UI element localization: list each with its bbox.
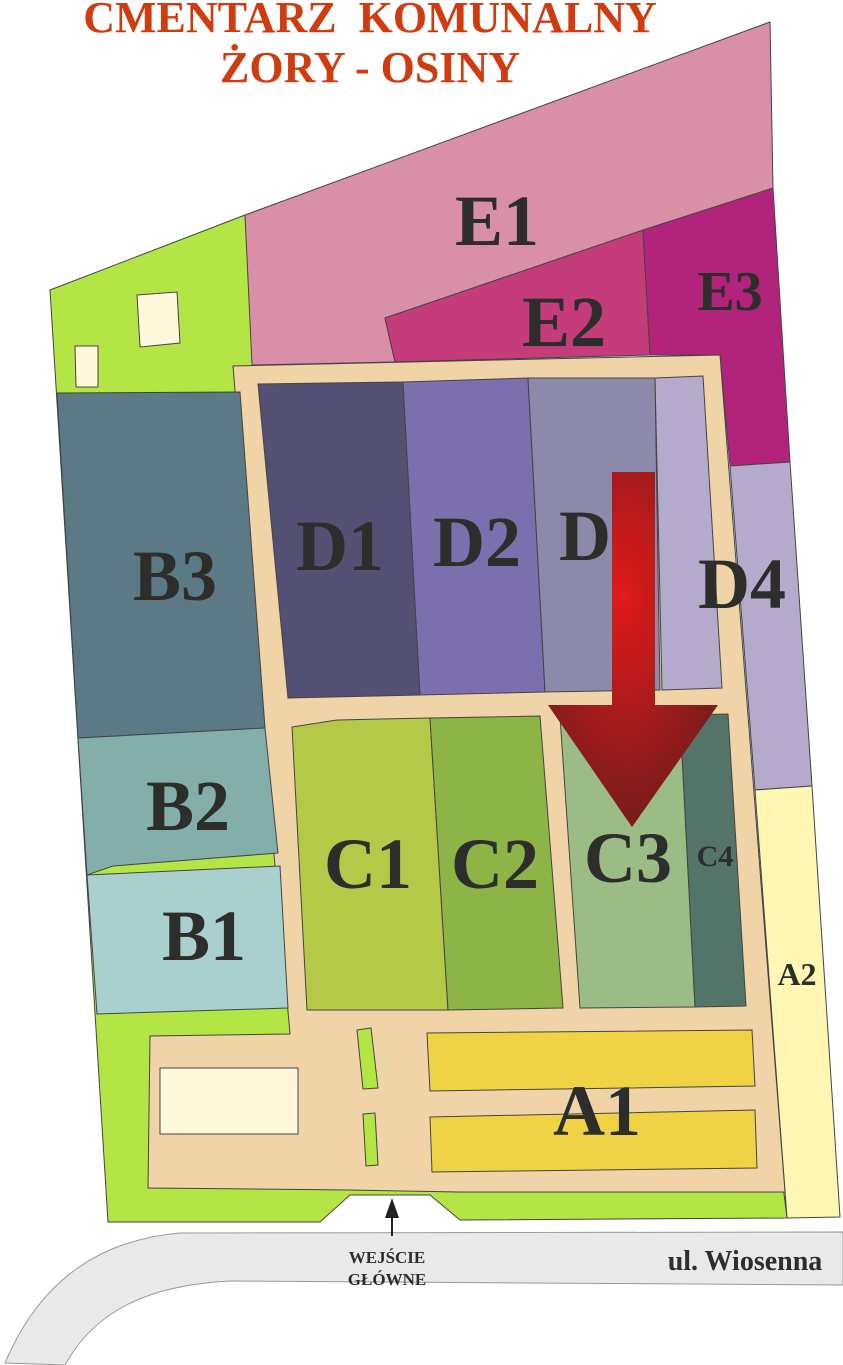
map-title-line1: CMENTARZ KOMUNALNY (83, 0, 657, 42)
label-E1: E1 (455, 181, 539, 261)
green-strip (356, 1027, 379, 1090)
label-E3: E3 (697, 261, 762, 323)
street-road (4, 1231, 843, 1365)
label-C4: C4 (697, 840, 734, 873)
up-arrow-icon (385, 1198, 399, 1236)
section-D4-strip[interactable] (654, 375, 723, 691)
label-C2: C2 (451, 824, 539, 904)
section-C2[interactable] (429, 715, 564, 1011)
building (74, 345, 99, 388)
label-B3: B3 (133, 536, 217, 616)
section-A1-top[interactable] (426, 1029, 756, 1092)
label-C3: C3 (584, 818, 672, 898)
label-D: D (559, 496, 611, 576)
label-E2: E2 (522, 282, 606, 362)
entrance-label-line2: GŁÓWNE (348, 1270, 426, 1289)
section-C4[interactable] (679, 713, 747, 1008)
entrance-label-line1: WEJŚCIE (349, 1248, 426, 1267)
label-B1: B1 (162, 896, 246, 976)
label-A2: A2 (777, 956, 816, 992)
map-title-line2: ŻORY - OSINY (220, 43, 520, 92)
label-C1: C1 (324, 824, 412, 904)
green-strip (362, 1112, 379, 1167)
building (136, 291, 181, 348)
label-D1: D1 (296, 506, 384, 586)
chapel-building (159, 1067, 299, 1135)
section-B1[interactable] (86, 865, 289, 1015)
street-name: ul. Wiosenna (668, 1246, 823, 1277)
label-A1: A1 (553, 1071, 641, 1151)
section-B2[interactable] (77, 727, 279, 876)
section-A1-bottom[interactable] (429, 1109, 758, 1173)
label-D2: D2 (433, 502, 521, 582)
label-B2: B2 (146, 766, 230, 846)
label-D4: D4 (698, 544, 786, 624)
red-down-arrow-icon (548, 472, 718, 827)
